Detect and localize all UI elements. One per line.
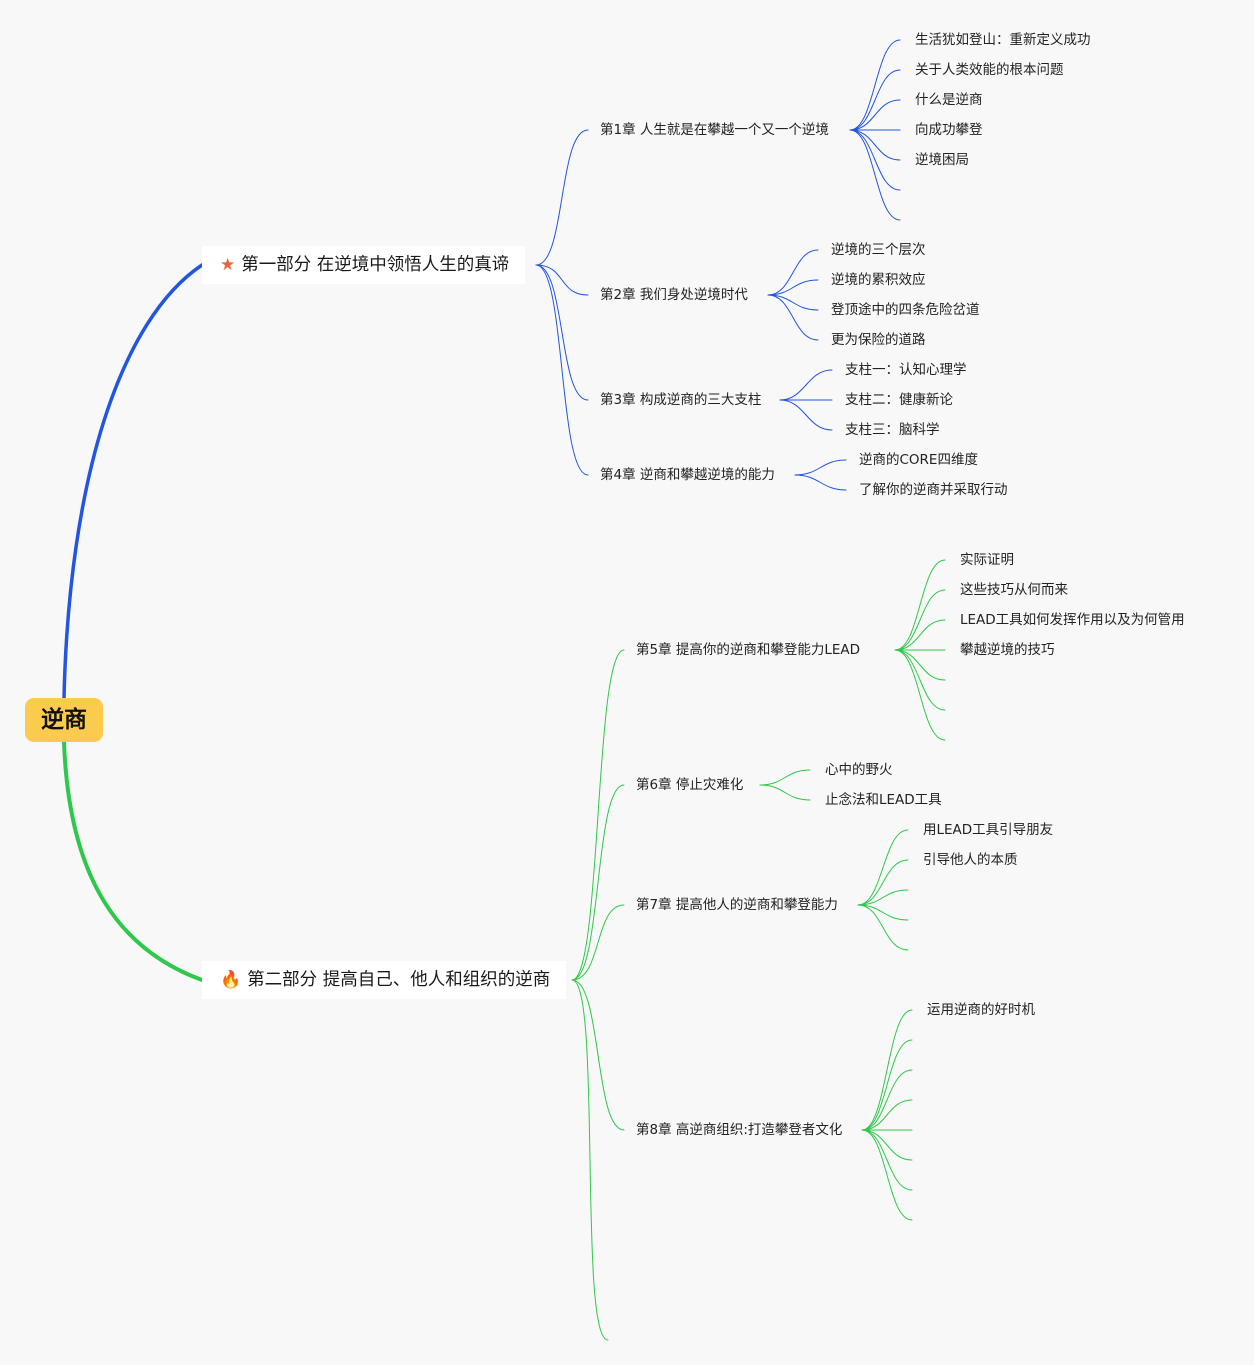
- fire-icon: 🔥: [220, 970, 242, 990]
- item-connector: [894, 589, 946, 651]
- item-connector: [767, 294, 819, 311]
- chapter-connector: [571, 904, 625, 981]
- chapter-node[interactable]: 第7章 提高他人的逆商和攀登能力: [636, 897, 838, 913]
- item-connector: [861, 1129, 913, 1161]
- topic-node[interactable]: 逆境困局: [915, 152, 969, 168]
- item-connector: [857, 904, 909, 921]
- part2-connector: [62, 740, 204, 982]
- item-connector: [857, 859, 909, 906]
- item-connector: [849, 129, 901, 161]
- part-node-1[interactable]: ★第一部分 在逆境中领悟人生的真谛: [202, 246, 526, 284]
- item-connector: [894, 649, 946, 741]
- part-node-2[interactable]: 🔥第二部分 提高自己、他人和组织的逆商: [202, 961, 567, 999]
- topic-node[interactable]: 止念法和LEAD工具: [825, 792, 942, 808]
- item-connector: [861, 1069, 913, 1131]
- topic-node[interactable]: 登顶途中的四条危险岔道: [831, 302, 980, 318]
- item-connector: [861, 1099, 913, 1131]
- item-connector: [767, 249, 819, 296]
- chapter-connector: [535, 264, 589, 296]
- chapter-connector: [571, 979, 625, 1131]
- part1-connector: [62, 263, 204, 700]
- item-connector: [779, 369, 833, 401]
- item-connector: [767, 279, 819, 296]
- topic-node[interactable]: 逆境的三个层次: [831, 242, 926, 258]
- item-connector: [849, 129, 901, 221]
- item-connector: [779, 399, 833, 431]
- chapter-node[interactable]: 第2章 我们身处逆境时代: [600, 287, 748, 303]
- chapter-node[interactable]: 第4章 逆商和攀越逆境的能力: [600, 467, 775, 483]
- topic-node[interactable]: 攀越逆境的技巧: [960, 642, 1055, 658]
- item-connector: [894, 619, 946, 651]
- topic-node[interactable]: LEAD工具如何发挥作用以及为何管用: [960, 612, 1185, 628]
- item-connector: [894, 649, 946, 681]
- item-connector: [894, 649, 946, 711]
- topic-node[interactable]: 支柱一：认知心理学: [845, 362, 967, 378]
- item-connector: [794, 474, 847, 491]
- chapter-node[interactable]: 第6章 停止灾难化: [636, 777, 744, 793]
- topic-node[interactable]: 运用逆商的好时机: [927, 1002, 1035, 1018]
- chapter-connector: [535, 129, 589, 266]
- part-label: 第二部分 提高自己、他人和组织的逆商: [247, 970, 551, 990]
- root-node[interactable]: 逆商: [25, 698, 103, 742]
- item-connector: [861, 1129, 913, 1221]
- chapter-node[interactable]: 第5章 提高你的逆商和攀登能力LEAD: [636, 642, 861, 658]
- item-connector: [759, 784, 811, 801]
- topic-node[interactable]: 支柱三：脑科学: [845, 422, 940, 438]
- chapter-node[interactable]: 第3章 构成逆商的三大支柱: [600, 392, 762, 408]
- chapter-connector: [571, 979, 609, 1341]
- item-connector: [849, 69, 901, 131]
- item-connector: [849, 99, 901, 131]
- item-connector: [894, 559, 946, 651]
- item-connector: [857, 829, 909, 906]
- item-connector: [759, 769, 811, 786]
- part-label: 第一部分 在逆境中领悟人生的真谛: [241, 255, 510, 275]
- item-connector: [861, 1009, 913, 1131]
- item-connector: [849, 39, 901, 131]
- chapter-node[interactable]: 第1章 人生就是在攀越一个又一个逆境: [600, 122, 829, 138]
- topic-node[interactable]: 什么是逆商: [915, 92, 983, 108]
- chapter-connector: [535, 264, 589, 401]
- topic-node[interactable]: 逆商的CORE四维度: [859, 452, 978, 468]
- topic-node[interactable]: 了解你的逆商并采取行动: [859, 482, 1008, 498]
- topic-node[interactable]: 逆境的累积效应: [831, 272, 926, 288]
- chapter-connector: [535, 264, 589, 476]
- item-connector: [767, 294, 819, 341]
- topic-node[interactable]: 心中的野火: [825, 762, 893, 778]
- item-connector: [794, 459, 847, 476]
- chapter-connector: [571, 649, 625, 981]
- chapter-node[interactable]: 第8章 高逆商组织:打造攀登者文化: [636, 1122, 843, 1138]
- topic-node[interactable]: 向成功攀登: [915, 122, 983, 138]
- topic-node[interactable]: 更为保险的道路: [831, 332, 926, 348]
- topic-node[interactable]: 生活犹如登山：重新定义成功: [915, 32, 1091, 48]
- item-connector: [861, 1129, 913, 1191]
- topic-node[interactable]: 这些技巧从何而来: [960, 582, 1068, 598]
- star-icon: ★: [220, 255, 236, 275]
- topic-node[interactable]: 引导他人的本质: [923, 852, 1018, 868]
- item-connector: [857, 889, 909, 906]
- topic-node[interactable]: 支柱二：健康新论: [845, 392, 953, 408]
- chapter-connector: [571, 784, 625, 981]
- item-connector: [857, 904, 909, 951]
- topic-node[interactable]: 用LEAD工具引导朋友: [923, 822, 1054, 838]
- topic-node[interactable]: 关于人类效能的根本问题: [915, 62, 1064, 78]
- item-connector: [849, 129, 901, 191]
- item-connector: [861, 1039, 913, 1131]
- topic-node[interactable]: 实际证明: [960, 552, 1014, 568]
